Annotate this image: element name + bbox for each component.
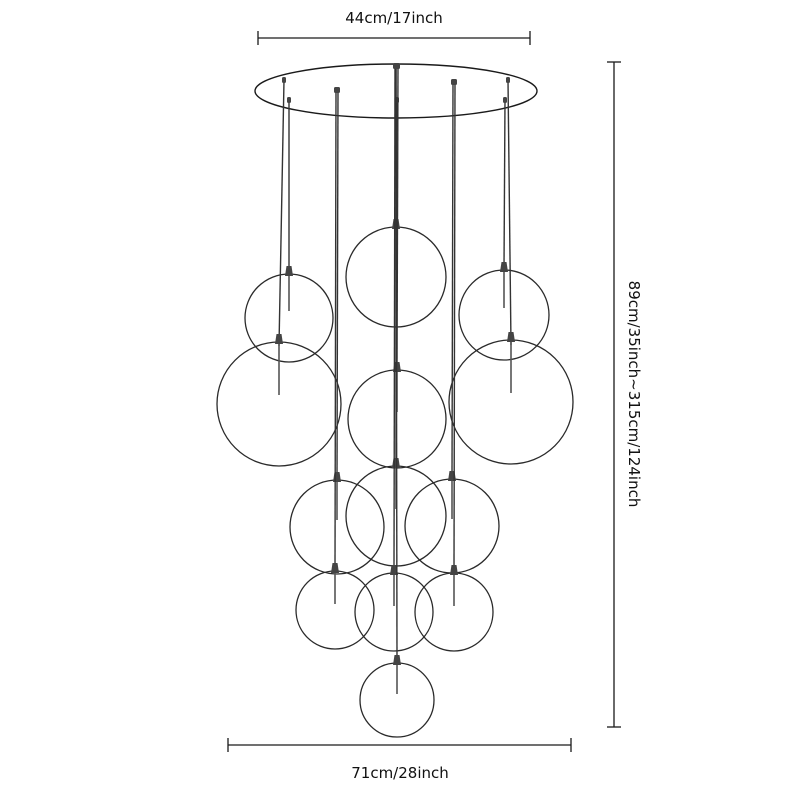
globe-cap [507,332,515,342]
cable-anchor [282,77,286,83]
cable-anchor [394,63,398,69]
pendant-cable [393,65,396,566]
pendant-cable [278,79,285,347]
pendant-cable [334,89,337,571]
pendant-cable [503,99,506,269]
cable-anchor [453,79,457,85]
overall-width-label: 71cm/28inch [351,764,449,782]
pendant-11 [354,63,434,652]
globe-cap [390,565,398,575]
globe-cap [275,334,283,344]
globe-cap [500,262,508,272]
pendant-13 [359,63,435,738]
height-dimension: 89cm/35inch~315cm/124inch [607,61,643,728]
pendant-10 [295,87,375,650]
globe-cap [285,266,293,276]
pendant-12 [414,79,494,652]
pendant-cable [453,81,456,571]
cable-anchor [503,97,507,103]
globe-cap [333,472,341,482]
canopy-width-dimension: 44cm/17inch [257,9,531,45]
pendant-cable [396,65,399,371]
pendant-2 [216,77,342,467]
pendant-lights [216,63,574,738]
canopy-width-label: 44cm/17inch [345,9,443,27]
pendant-cable [507,79,512,346]
globe-cap [331,563,339,573]
pendant-6 [448,77,574,465]
cable-anchor [287,97,291,103]
cable-anchor [506,77,510,83]
pendant-5 [458,97,550,361]
cable-anchor [334,87,338,93]
pendant-1 [244,97,334,363]
pendant-cable [451,81,454,479]
height-label: 89cm/35inch~315cm/124inch [625,281,643,508]
pendant-cable [395,65,398,664]
globe-cap [393,655,401,665]
pendant-cable [336,89,339,479]
overall-width-dimension: 71cm/28inch [227,738,572,782]
globe-cap [450,565,458,575]
